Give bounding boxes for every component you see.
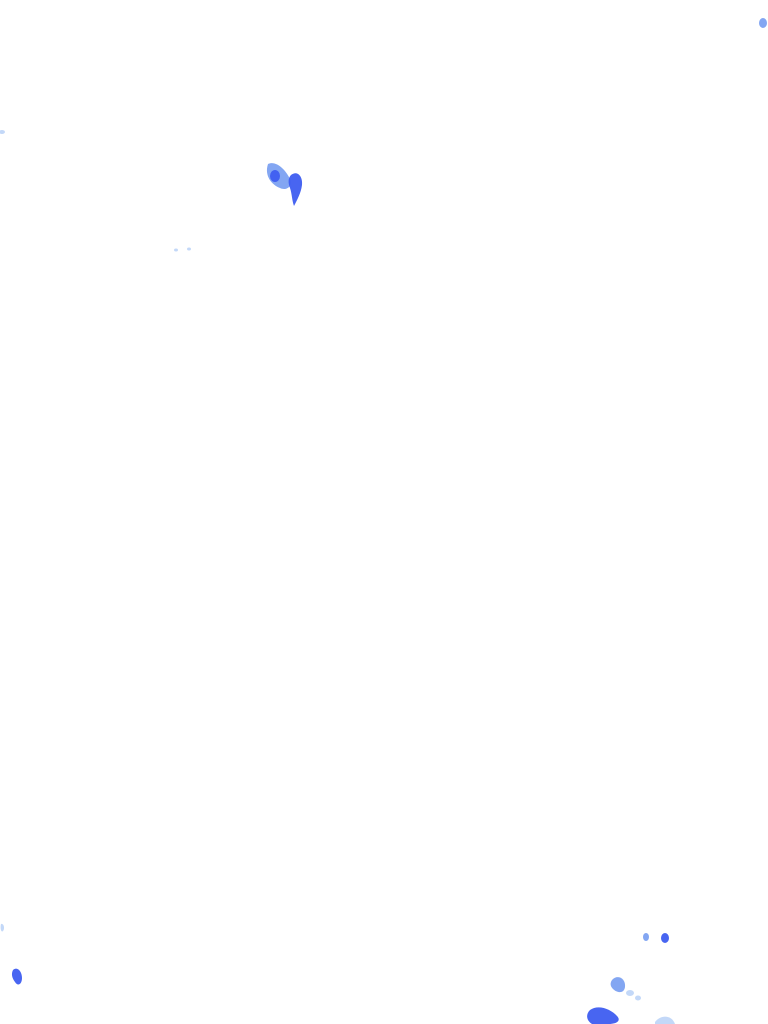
radar-echo [11,968,22,985]
radar-echo [610,977,626,993]
radar-echo [635,995,641,1001]
radar-echo-cluster-lower-left [0,923,22,985]
radar-echo [587,1007,619,1024]
radar-echo-cluster-lower-right [587,933,675,1024]
radar-echo [0,130,5,134]
radar-echo [187,247,191,251]
radar-echo-cluster-upper-center [266,163,303,206]
radar-echo [759,18,767,28]
radar-echo [626,990,634,996]
radar-echo-cluster-left-edge [0,130,5,134]
radar-echo [655,1016,675,1024]
radar-echo [0,923,5,932]
radar-echo [174,248,178,252]
radar-echo [661,933,669,943]
radar-echo-cluster-top-right [759,18,767,28]
radar-echo [643,933,649,941]
radar-echo [288,173,303,206]
radar-echo-cluster-small-upper-left [174,247,191,252]
radar-echo [270,170,280,182]
